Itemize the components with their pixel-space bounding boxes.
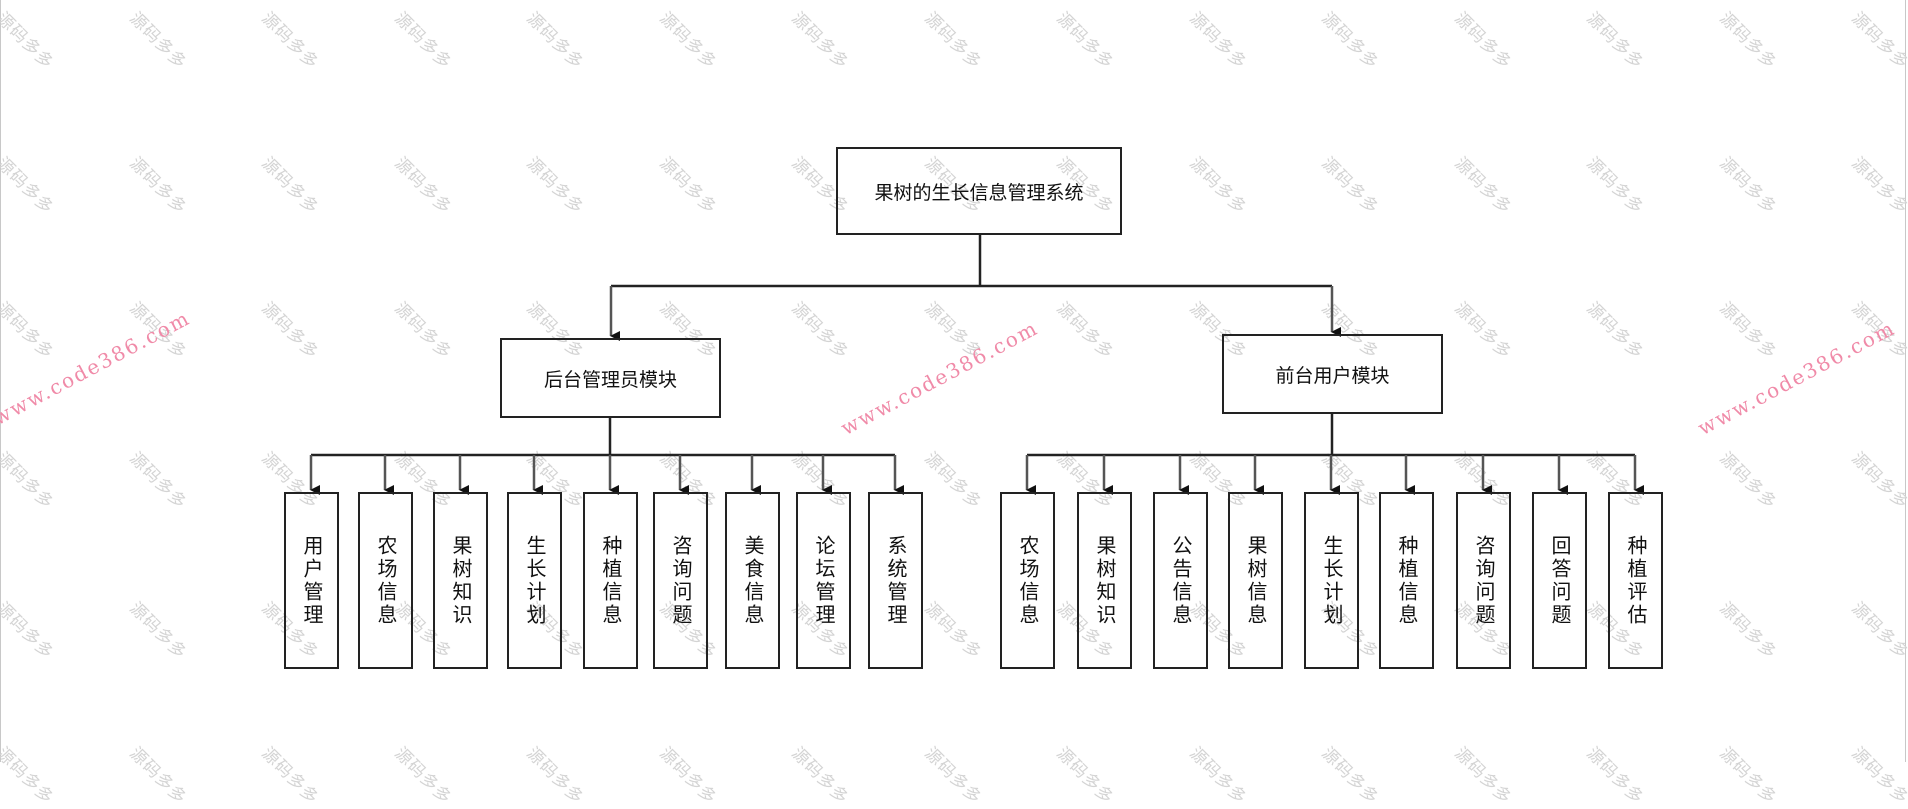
leaf-node-admin-0: 用户管理 (284, 492, 339, 669)
module-label-admin: 后台管理员模块 (543, 368, 677, 391)
leaf-node-user-3: 果树信息 (1228, 492, 1283, 669)
leaf-label: 公告信息 (1169, 534, 1193, 627)
leaf-node-admin-2: 果树知识 (433, 492, 488, 669)
leaf-label: 农场信息 (374, 534, 398, 627)
leaf-label: 美食信息 (741, 534, 765, 627)
leaf-node-admin-7: 论坛管理 (796, 492, 851, 669)
leaf-label: 咨询问题 (1472, 534, 1496, 627)
leaf-label: 种植评估 (1624, 534, 1648, 627)
leaf-label: 果树信息 (1244, 534, 1268, 627)
leaf-label: 用户管理 (300, 534, 324, 627)
leaf-node-user-5: 种植信息 (1379, 492, 1434, 669)
leaf-node-user-7: 回答问题 (1532, 492, 1587, 669)
connector-lines (309, 235, 1644, 495)
leaf-node-admin-6: 美食信息 (725, 492, 780, 669)
leaf-label: 咨询问题 (669, 534, 693, 627)
leaf-node-user-8: 种植评估 (1608, 492, 1663, 669)
leaf-label: 论坛管理 (812, 534, 836, 627)
root-node: 果树的生长信息管理系统 (836, 147, 1122, 235)
leaf-node-user-4: 生长计划 (1304, 492, 1359, 669)
leaf-node-admin-5: 咨询问题 (653, 492, 708, 669)
leaf-label: 农场信息 (1016, 534, 1040, 627)
leaf-label: 种植信息 (599, 534, 623, 627)
leaf-node-admin-8: 系统管理 (868, 492, 923, 669)
module-node-admin: 后台管理员模块 (500, 338, 721, 418)
leaf-node-admin-4: 种植信息 (583, 492, 638, 669)
leaf-label: 果树知识 (1093, 534, 1117, 627)
leaf-label: 生长计划 (1320, 534, 1344, 627)
leaf-node-user-6: 咨询问题 (1456, 492, 1511, 669)
leaf-node-admin-1: 农场信息 (358, 492, 413, 669)
leaf-node-user-2: 公告信息 (1153, 492, 1208, 669)
module-label-user: 前台用户模块 (1275, 364, 1390, 387)
leaf-node-user-0: 农场信息 (1000, 492, 1055, 669)
leaf-node-user-1: 果树知识 (1077, 492, 1132, 669)
leaf-node-admin-3: 生长计划 (507, 492, 562, 669)
leaf-label: 种植信息 (1395, 534, 1419, 627)
leaf-label: 回答问题 (1548, 534, 1572, 627)
leaf-label: 果树知识 (449, 534, 473, 627)
root-label: 果树的生长信息管理系统 (874, 181, 1084, 204)
leaf-label: 系统管理 (884, 534, 908, 627)
module-node-user: 前台用户模块 (1222, 334, 1443, 414)
canvas-frame (0, 0, 1906, 762)
leaf-label: 生长计划 (523, 534, 547, 627)
